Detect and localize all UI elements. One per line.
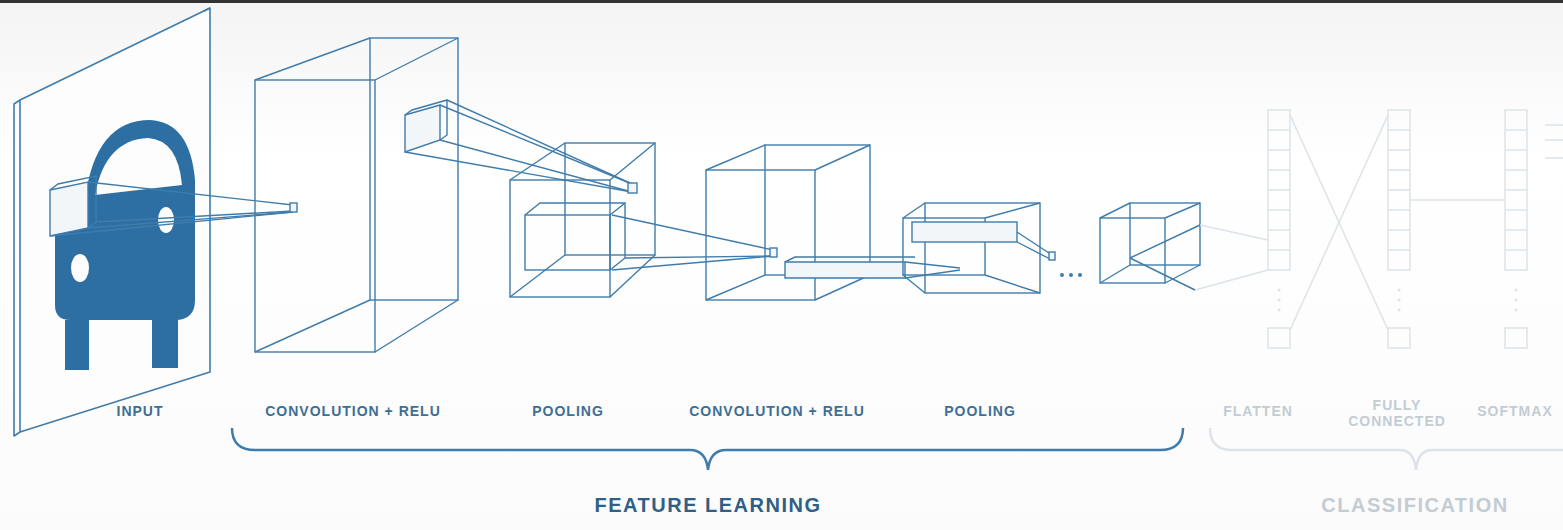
ellipsis [1060,273,1082,277]
layer-label: FLATTEN [1223,403,1293,419]
group-label: CLASSIFICATION [1321,494,1508,517]
layer-label: POOLING [532,403,604,419]
layer-label: CONVOLUTION + RELU [265,403,441,419]
plane-edge [204,8,210,11]
car-icon [55,120,195,370]
plane-edge [14,100,20,436]
input-plane [20,8,210,432]
feature-map [255,38,458,352]
pooled-map [903,203,1055,293]
layer-label: CONVOLUTION + RELU [689,403,865,419]
layer-label: SOFTMAX [1477,403,1552,419]
dense-layers [1195,110,1563,348]
filter [50,182,88,236]
top-edge [0,0,1563,3]
group-label: FEATURE LEARNING [595,494,822,517]
ellipsis [1278,289,1518,312]
bracket [232,428,1183,470]
bracket [1210,428,1563,470]
layer-label: POOLING [944,403,1016,419]
feature-map [1100,203,1200,290]
layer-label: FULLY CONNECTED [1342,397,1452,429]
layer-label: INPUT [117,403,164,419]
filter [50,176,96,228]
